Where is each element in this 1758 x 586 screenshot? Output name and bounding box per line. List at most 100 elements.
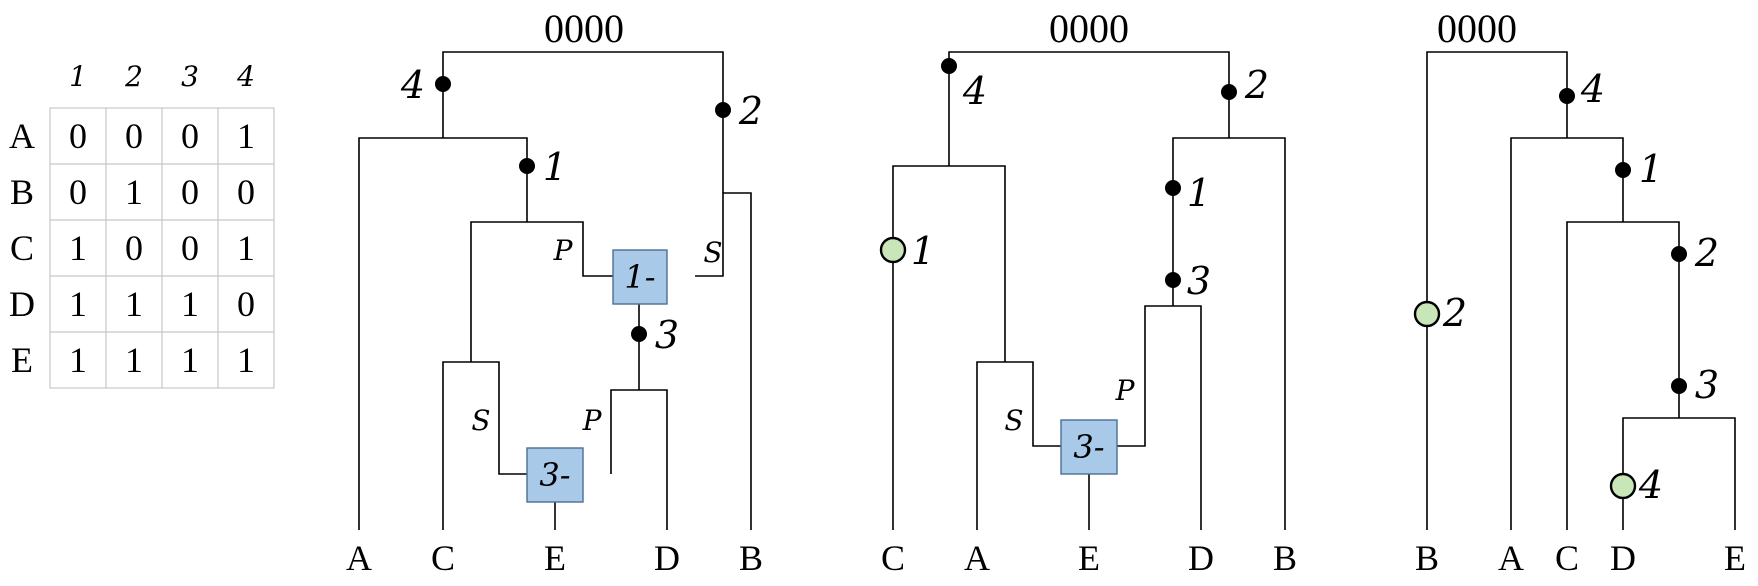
mutation-label: 2	[1442, 291, 1467, 335]
matrix-cell: 1	[125, 340, 143, 380]
mutation-label: 4	[400, 63, 425, 107]
leaf-label: C	[431, 538, 455, 578]
matrix-row-label: E	[11, 340, 33, 380]
tree-1: 0000 1- 3- 4 2 1 3 P S S P A C E D B	[346, 6, 763, 578]
mutation-dot	[1671, 378, 1687, 394]
mutation-label: 3	[1187, 259, 1211, 303]
matrix-cell: 0	[125, 228, 143, 268]
tree-edge	[1172, 137, 1286, 530]
leaf-label: C	[1555, 538, 1579, 578]
mutation-label: 1	[911, 229, 935, 273]
matrix-cell: 1	[181, 284, 199, 324]
leaf-label: B	[1415, 538, 1439, 578]
mutation-dot	[519, 158, 535, 174]
mutation-dot	[435, 76, 451, 92]
mutation-label: 1	[1187, 171, 1211, 215]
matrix-cell: 1	[181, 340, 199, 380]
matrix-col-header: 4	[236, 60, 255, 93]
leaf-label: D	[1188, 538, 1214, 578]
tree-edge	[442, 51, 724, 193]
matrix-cell: 1	[237, 340, 255, 380]
tree-root-label: 0000	[1049, 6, 1129, 51]
mutation-label: 1	[543, 145, 567, 189]
leaf-label: C	[881, 538, 905, 578]
matrix-cell: 0	[69, 172, 87, 212]
tree-edge	[358, 137, 528, 530]
tree-edge	[976, 361, 1061, 530]
matrix-cell: 1	[237, 116, 255, 156]
loss-box-label: 3-	[1073, 428, 1104, 466]
matrix-cell: 1	[69, 340, 87, 380]
mutation-dot	[941, 58, 957, 74]
matrix-cell: 1	[125, 284, 143, 324]
mutation-label: 4	[1638, 463, 1663, 507]
matrix-cell: 1	[69, 284, 87, 324]
matrix-cell: 0	[181, 228, 199, 268]
matrix-cell: 0	[69, 116, 87, 156]
edge-tag: P	[553, 234, 574, 267]
mutation-label: 2	[1244, 63, 1269, 107]
leaf-label: A	[964, 538, 990, 578]
mutation-dot-recurrent	[1413, 300, 1441, 328]
tree-3: 0000 2 4 1 2 3 4 B A C D E	[1413, 6, 1746, 578]
matrix-row-label: A	[9, 116, 35, 156]
leaf-label: E	[544, 538, 566, 578]
matrix-cell: 0	[181, 172, 199, 212]
loss-box	[1060, 419, 1118, 475]
leaf-label: D	[1610, 538, 1636, 578]
leaf-label: E	[1078, 538, 1100, 578]
matrix-row-label: B	[10, 172, 34, 212]
tree-edge	[610, 389, 668, 530]
edge-tag: S	[1004, 404, 1023, 437]
matrix-cell: 0	[125, 116, 143, 156]
matrix-row-label: D	[9, 284, 35, 324]
mutation-dot	[631, 326, 647, 342]
mutation-label: 3	[655, 313, 679, 357]
mutation-label: 4	[962, 69, 987, 113]
matrix-cell: 1	[237, 228, 255, 268]
matrix-col-header: 3	[181, 60, 199, 93]
matrix-cell: 0	[181, 116, 199, 156]
tree-edge	[1566, 221, 1680, 530]
tree-edge	[1115, 305, 1202, 530]
mutation-dot	[1221, 84, 1237, 100]
edge-tag: P	[582, 404, 603, 437]
mutation-label: 2	[1694, 231, 1719, 275]
mutation-dot	[715, 102, 731, 118]
mutation-dot	[1615, 162, 1631, 178]
edge-tag: P	[1115, 374, 1136, 407]
matrix-col-header: 2	[124, 60, 143, 93]
leaf-label: A	[1498, 538, 1524, 578]
matrix-row-label: C	[10, 228, 34, 268]
tree-root-label: 0000	[1437, 6, 1517, 51]
edge-tag: S	[471, 404, 490, 437]
tree-edge	[948, 51, 1230, 166]
mutation-label: 4	[1580, 67, 1605, 111]
leaf-label: D	[654, 538, 680, 578]
tree-edge	[892, 165, 1006, 530]
tree-2: 0000 3- 4 2 1 1 3 S P C A E D B	[879, 6, 1297, 578]
mutation-label: 2	[738, 89, 763, 133]
leaf-label: B	[1273, 538, 1297, 578]
mutation-dot-recurrent	[1609, 472, 1637, 500]
character-matrix: 1 2 3 4 A B C D E 0 0 0 1 0 1 0 0 1 0 0 …	[9, 60, 275, 389]
edge-tag: S	[703, 236, 722, 269]
matrix-col-header: 1	[69, 60, 87, 93]
tree-edge	[695, 192, 752, 530]
mutation-dot-recurrent	[879, 236, 907, 264]
mutation-dot	[1559, 88, 1575, 104]
matrix-cell: 0	[237, 284, 255, 324]
matrix-cell: 1	[125, 172, 143, 212]
matrix-cell: 0	[237, 172, 255, 212]
loss-box-label: 3-	[539, 456, 570, 494]
tree-root-label: 0000	[544, 6, 624, 51]
leaf-label: B	[739, 538, 763, 578]
leaf-label: A	[346, 538, 372, 578]
mutation-dot	[1671, 246, 1687, 262]
loss-box	[526, 447, 584, 503]
mutation-dot	[1165, 180, 1181, 196]
tree-edge	[470, 221, 613, 362]
mutation-label: 1	[1639, 147, 1663, 191]
matrix-cell: 1	[69, 228, 87, 268]
